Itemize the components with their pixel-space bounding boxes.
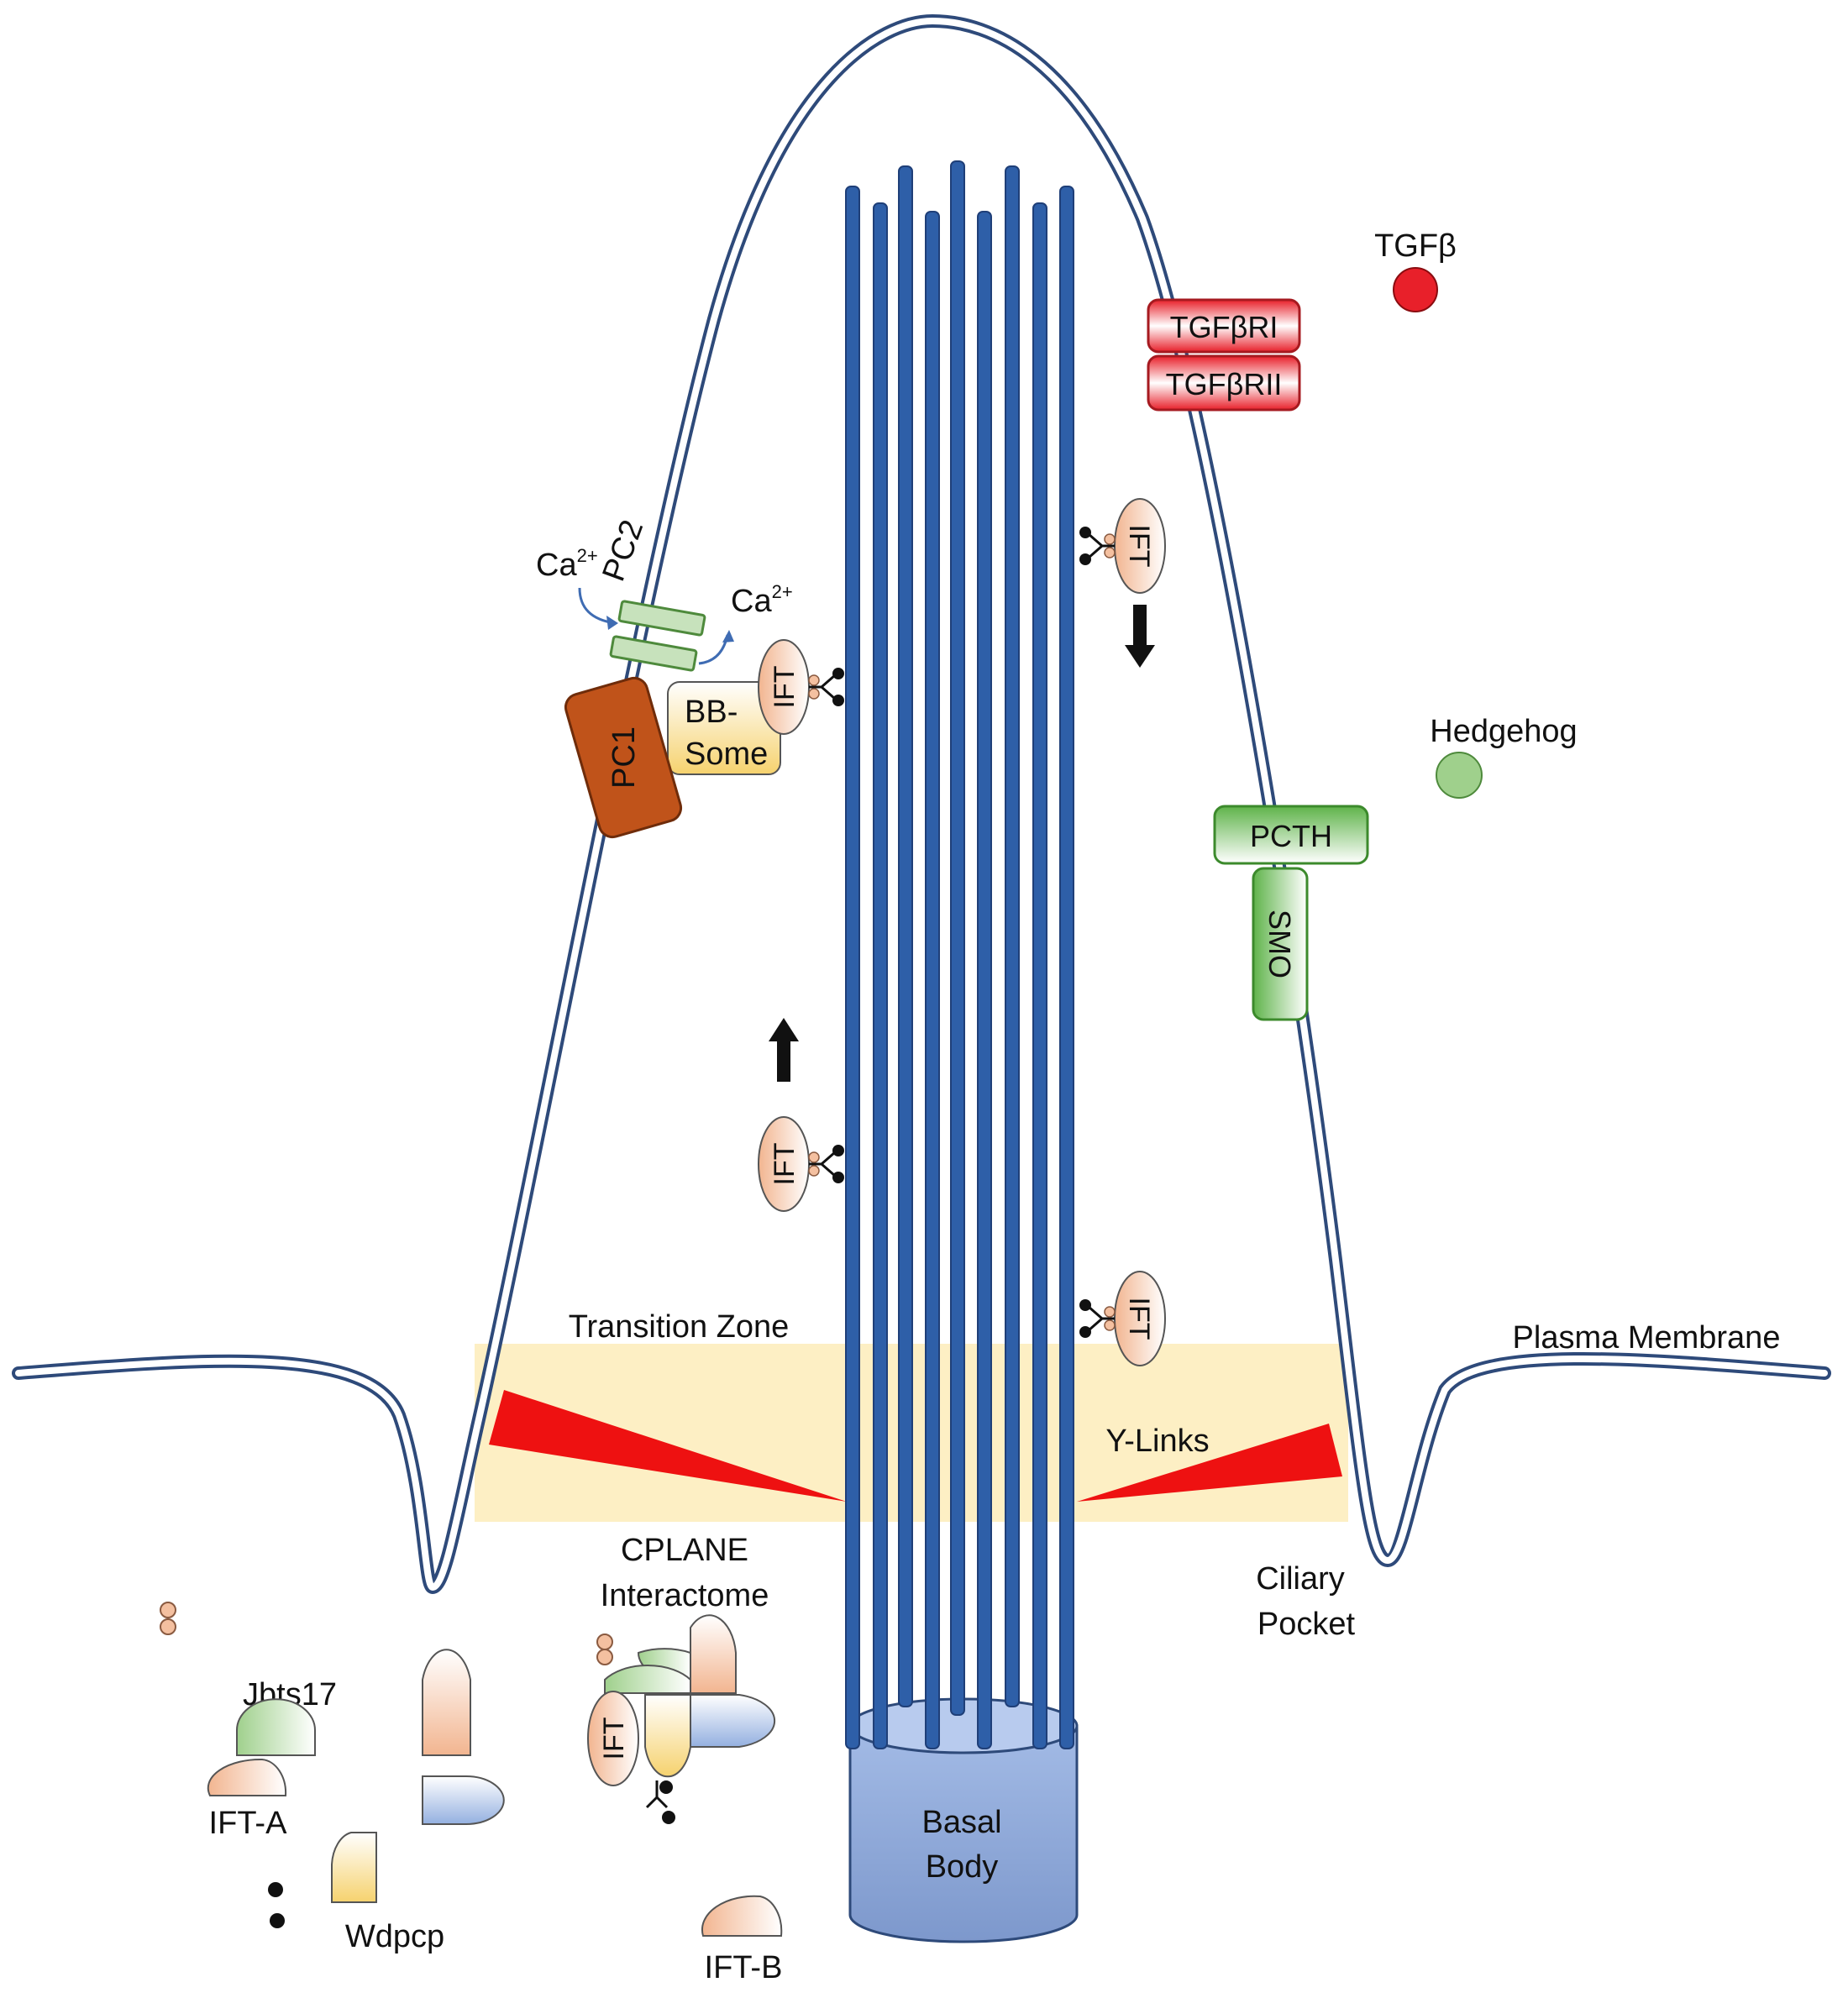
tgfbr1-label: TGFβRI [1170,310,1278,344]
y-links-label: Y-Links [1105,1424,1209,1459]
basal-body-label-line1: Basal [921,1805,1001,1840]
bbsome-label-line1: BB- [685,695,738,730]
ift-particle-upper-left: IFT [758,639,844,735]
cplane-complex: IFT [587,1614,776,1824]
ift-particle-middle-left: IFT [758,1116,844,1212]
tgfbr2-label: TGFβRII [1166,367,1283,401]
hedgehog-label: Hedgehog [1430,714,1577,749]
pc1-protein [564,676,683,839]
y-link-right [1077,1424,1342,1502]
phospho-dot-icon [1079,527,1091,538]
microtubule [845,186,860,1749]
ift-a-protein [207,1758,287,1796]
arrow-down-icon [1125,605,1155,668]
microtubule [873,202,888,1749]
ift-particle-upper-right: IFT [1079,498,1166,594]
microtubule [1005,165,1020,1707]
smo-label: SMO [1263,910,1297,978]
free-peach-protein [422,1649,471,1756]
ca-out-label: Ca2+ [731,581,793,619]
svg-text:IFT: IFT [598,1717,630,1760]
tgfbr1-receptor [1147,298,1301,354]
svg-text:IFT: IFT [1123,525,1155,568]
microtubule [925,211,940,1749]
ca-in-label: Ca2+ [536,545,598,583]
pc2-channel-top [617,600,706,637]
ift-b-label: IFT-B [705,1950,783,1985]
plasma-membrane [12,13,1831,1595]
bbsome-label-line2: Some [685,737,768,772]
phospho-dot-icon [1079,1326,1091,1338]
svg-text:IFT: IFT [1123,1298,1155,1340]
phospho-dot-icon [832,1172,844,1183]
plasma-membrane-label: Plasma Membrane [1513,1320,1781,1356]
ciliary-pocket-label-line1: Ciliary [1256,1561,1345,1597]
free-blue-protein [422,1775,505,1825]
microtubule [1059,186,1074,1749]
phospho-dot-icon [268,1882,283,1897]
y-link-left [489,1390,847,1502]
cplane-label-line2: Interactome [601,1578,769,1613]
phospho-dot-icon [662,1811,675,1824]
axoneme [845,160,1074,1749]
phospho-dot-icon [270,1913,285,1928]
arrow-up-icon [769,1018,799,1082]
ift-particle-lower-right: IFT [1079,1271,1166,1366]
ift-b-protein [701,1895,783,1937]
transition-zone-label: Transition Zone [569,1309,790,1345]
ca-curved-arrow-icon [698,634,729,665]
microtubule [1032,202,1047,1749]
ciliary-pocket-label-line2: Pocket [1257,1607,1356,1642]
ca-arrowhead-in [606,616,618,630]
tgfb-label: TGFβ [1374,228,1457,264]
pc1-label: PC1 [606,726,642,789]
phospho-dot-icon [1079,553,1091,565]
free-ift-subunits [160,1602,176,1635]
wdpcp-protein [331,1832,377,1903]
jbts17-protein [236,1698,316,1756]
svg-text:IFT: IFT [769,666,801,709]
ca-arrowhead-out [722,630,734,642]
tgfbr2-receptor [1147,354,1301,412]
microtubule [977,211,992,1749]
tgfb-ligand [1393,267,1438,312]
phospho-dot-icon [832,695,844,706]
microtubule [950,160,965,1716]
wdpcp-label: Wdpcp [345,1919,444,1954]
ift-a-label: IFT-A [209,1806,288,1841]
cplane-label-line1: CPLANE [621,1533,748,1568]
pc2-label: PC2 [596,516,651,586]
hedgehog-ligand [1436,752,1483,799]
basal-body-label-line2: Body [926,1849,999,1885]
ptch-label: PCTH [1250,819,1332,853]
phospho-dot-icon [659,1780,673,1794]
smo-receptor [1252,867,1309,1021]
phospho-dot-icon [832,668,844,679]
phospho-dot-icon [832,1145,844,1156]
pc2-channel-bottom [609,635,698,672]
ptch-receptor [1213,805,1369,865]
phospho-dot-icon [1079,1299,1091,1311]
svg-text:IFT: IFT [769,1143,801,1186]
microtubule [898,165,913,1707]
